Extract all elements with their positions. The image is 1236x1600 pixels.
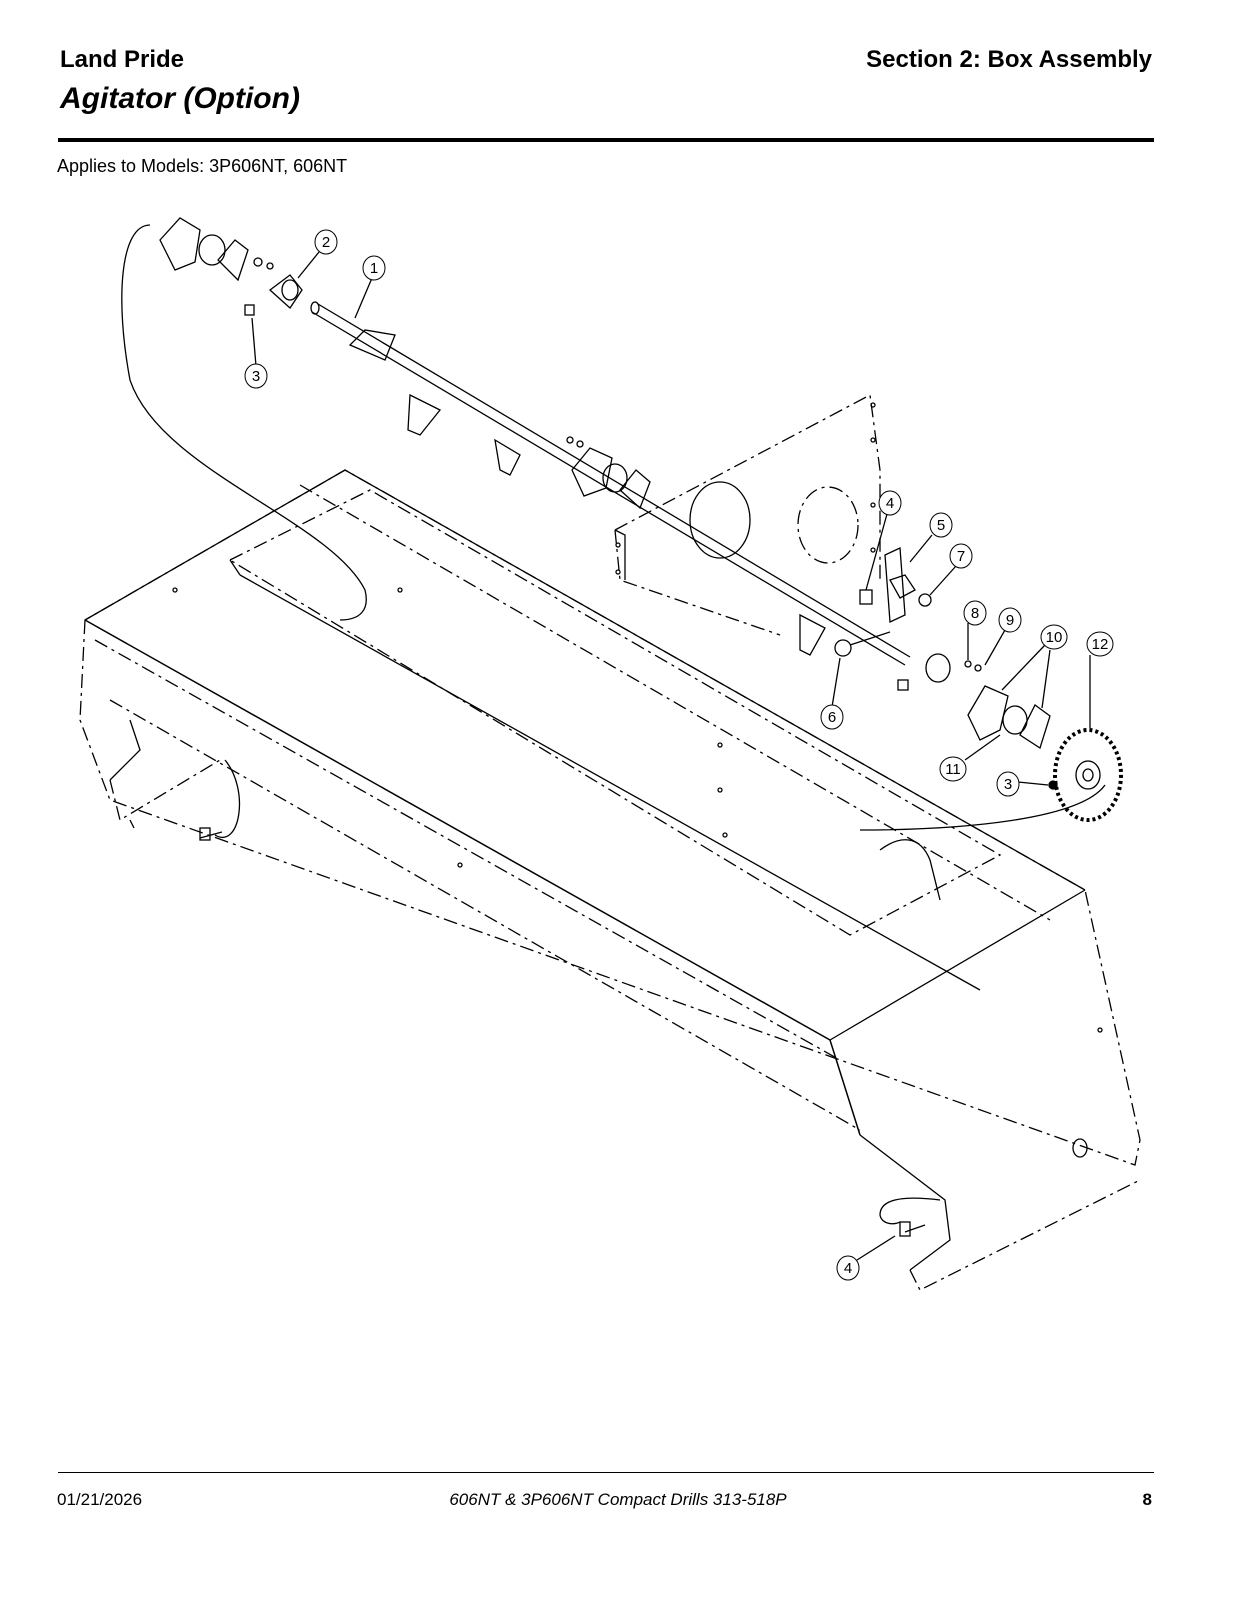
leader-lines	[121, 224, 1106, 1261]
footer-document-title: 606NT & 3P606NT Compact Drills 313-518P	[449, 1490, 787, 1509]
svg-text:3: 3	[1004, 776, 1012, 793]
brand-name: Land Pride	[60, 46, 185, 73]
right-drive-hardware	[834, 547, 1123, 822]
svg-text:4: 4	[844, 1260, 852, 1277]
svg-text:4: 4	[886, 495, 894, 512]
page-number: 8	[1142, 1490, 1152, 1509]
callout-10: 10	[1040, 624, 1068, 650]
callout-1: 1	[362, 255, 386, 281]
svg-text:12: 12	[1092, 636, 1109, 653]
applies-to-models: Applies to Models: 3P606NT, 606NT	[57, 156, 348, 176]
callout-11: 11	[939, 756, 967, 782]
svg-text:10: 10	[1046, 629, 1063, 646]
left-bearing-assembly	[159, 217, 303, 316]
agitator-shaft	[310, 301, 911, 666]
svg-text:11: 11	[945, 761, 961, 778]
seed-box	[79, 469, 1141, 1291]
callout-9: 9	[998, 607, 1022, 633]
svg-text:8: 8	[971, 605, 979, 622]
svg-text:6: 6	[828, 709, 836, 726]
section-title: Section 2: Box Assembly	[866, 46, 1152, 73]
svg-text:5: 5	[937, 517, 945, 534]
footer-date: 01/21/2026	[57, 1490, 143, 1509]
center-bearing-assembly	[566, 436, 651, 510]
callout-3-left: 3	[244, 363, 268, 389]
side-plate	[614, 393, 881, 636]
callout-4-top: 4	[878, 490, 902, 516]
svg-text:7: 7	[957, 548, 965, 565]
mounting-bolts	[199, 759, 926, 1237]
callout-5: 5	[929, 512, 953, 538]
callout-3-right: 3	[996, 771, 1020, 797]
svg-text:1: 1	[370, 260, 378, 277]
svg-text:2: 2	[322, 234, 330, 251]
callout-6: 6	[820, 704, 844, 730]
callout-12: 12	[1086, 631, 1114, 657]
callout-7: 7	[949, 543, 973, 569]
svg-text:9: 9	[1006, 612, 1014, 629]
page-title: Agitator (Option)	[60, 82, 300, 115]
header-rule	[58, 138, 1154, 142]
callout-8: 8	[963, 600, 987, 626]
callout-2: 2	[314, 229, 338, 255]
footer-rule	[58, 1472, 1154, 1473]
callout-4-bottom: 4	[836, 1255, 860, 1281]
svg-text:3: 3	[252, 368, 260, 385]
